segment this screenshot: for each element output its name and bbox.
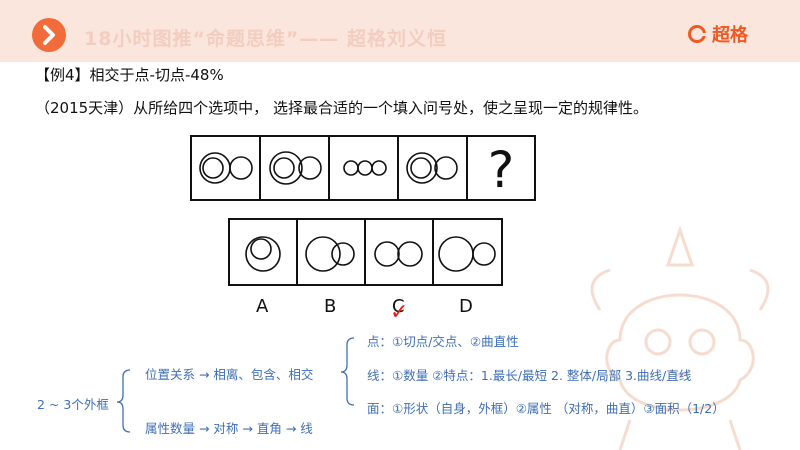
- correct-check-icon: ✓: [390, 300, 409, 325]
- mindmap-sub-point: 点：①切点/交点、②曲直性: [367, 334, 519, 349]
- mindmap-branch-attribute: 属性数量 → 对称 → 直角 → 线: [145, 421, 313, 436]
- options-figure-row: [228, 218, 503, 286]
- unknown-mark: ?: [488, 141, 515, 199]
- brand-g-icon: [688, 25, 707, 43]
- question-text: （2015天津）从所给四个选项中， 选择最合适的一个填入问号处，使之呈现一定的规…: [35, 99, 648, 117]
- mindmap-sub-face: 面：①形状（自身，外框）②属性 （对称，曲直）③面积（1/2）: [367, 401, 725, 416]
- brand-name: 超格: [712, 25, 748, 46]
- option-a-label[interactable]: A: [256, 296, 269, 317]
- mindmap-root: 2 ~ 3个外框: [37, 397, 109, 412]
- mindmap-sub-line: 线：①数量 ②特点：1.最长/最短 2. 整体/局部 3.曲线/直线: [367, 368, 692, 383]
- mindmap-branch-position: 位置关系 → 相离、包含、相交: [145, 367, 314, 382]
- example-heading: 【例4】相交于点-切点-48%: [35, 66, 224, 84]
- question-figure-row: ?: [190, 135, 536, 201]
- brand-logo: 超格: [688, 21, 748, 47]
- option-c-label[interactable]: C: [392, 296, 405, 317]
- course-title: 18小时图推“命题思维”—— 超格刘义恒: [84, 28, 448, 50]
- option-b-label[interactable]: B: [324, 296, 337, 317]
- next-arrow-icon[interactable]: [32, 18, 66, 52]
- header-bar: 18小时图推“命题思维”—— 超格刘义恒 超格: [0, 0, 800, 62]
- option-d-label[interactable]: D: [459, 296, 473, 317]
- mascot-watermark-icon: [590, 225, 770, 450]
